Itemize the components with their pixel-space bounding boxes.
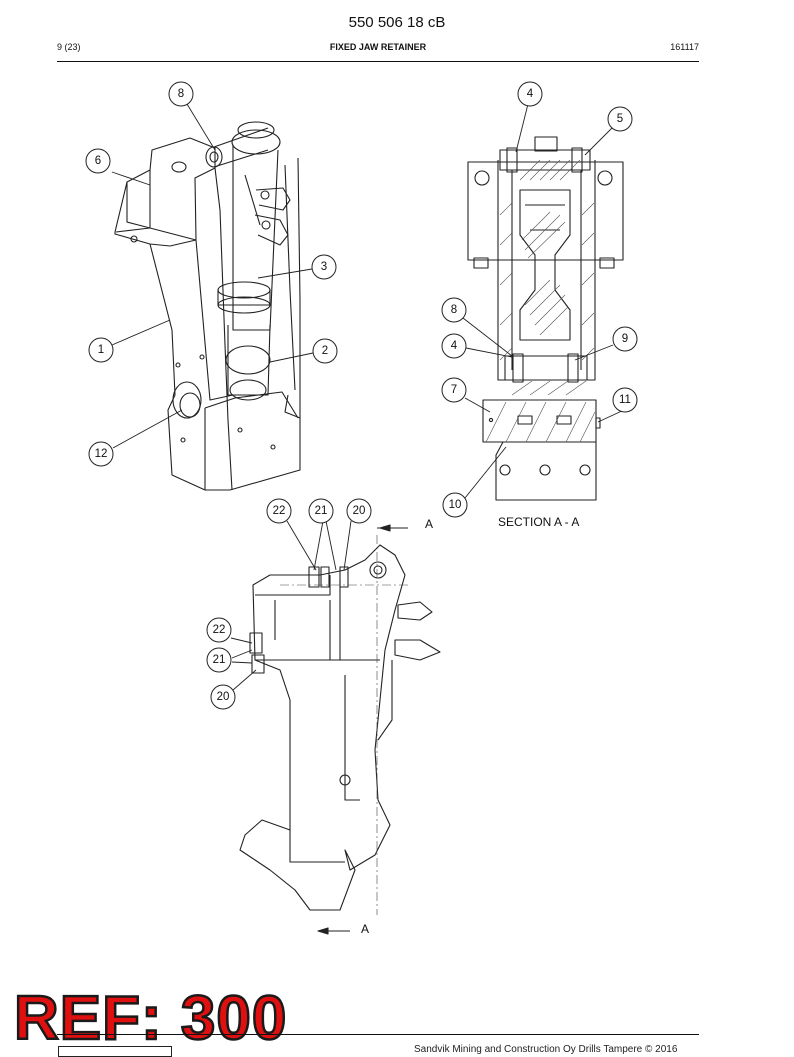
callout-4-bottom: 4 [441, 333, 467, 359]
svg-text:8: 8 [451, 304, 457, 316]
section-label: SECTION A - A [498, 515, 579, 529]
isometric-view [114, 121, 301, 491]
callout-21-top: 21 [308, 498, 334, 524]
callout-1: 1 [88, 337, 114, 363]
page-header: 9 (23) FIXED JAW RETAINER 161117 [57, 42, 699, 56]
page-title: FIXED JAW RETAINER [329, 42, 427, 52]
callout-5: 5 [607, 106, 633, 132]
svg-text:10: 10 [449, 499, 462, 511]
callout-20-left: 20 [210, 684, 236, 710]
copyright-notice: Sandvik Mining and Construction Oy Drill… [414, 1044, 678, 1055]
svg-text:4: 4 [451, 340, 458, 352]
side-view [239, 544, 441, 911]
svg-text:2: 2 [322, 345, 328, 357]
svg-text:4: 4 [527, 88, 534, 100]
document-number: 550 506 18 cB [348, 14, 446, 31]
footer-rule [57, 1034, 699, 1035]
callouts: 8 6 3 1 2 12 4 5 8 4 9 7 11 10 22 21 20 … [85, 81, 638, 710]
reference-stamp: REF: 300 [13, 983, 288, 1055]
callout-11: 11 [612, 387, 638, 413]
svg-text:12: 12 [95, 448, 108, 460]
callout-10: 10 [442, 492, 468, 518]
svg-text:9: 9 [622, 333, 628, 345]
svg-text:11: 11 [619, 394, 631, 406]
svg-text:5: 5 [617, 113, 623, 125]
svg-text:20: 20 [217, 691, 230, 703]
svg-text:8: 8 [178, 88, 184, 100]
svg-text:21: 21 [213, 654, 226, 666]
company-logo [58, 1046, 172, 1057]
svg-text:21: 21 [315, 505, 328, 517]
section-marker-top: A [425, 517, 433, 531]
callout-8-section: 8 [441, 297, 467, 323]
callout-22-left: 22 [206, 617, 232, 643]
svg-text:1: 1 [98, 344, 104, 356]
header-rule [57, 61, 699, 62]
svg-text:20: 20 [353, 505, 366, 517]
callout-4-top: 4 [517, 81, 543, 107]
callout-22-top: 22 [266, 498, 292, 524]
callout-9: 9 [612, 326, 638, 352]
callout-8: 8 [168, 81, 194, 107]
callout-6: 6 [85, 148, 111, 174]
svg-text:22: 22 [273, 505, 286, 517]
callout-7: 7 [441, 377, 467, 403]
svg-text:7: 7 [451, 384, 457, 396]
section-marker-bottom: A [361, 922, 369, 936]
callout-3: 3 [311, 254, 337, 280]
section-a-a-view [467, 136, 624, 501]
svg-text:3: 3 [321, 261, 327, 273]
section-marker-arrows [317, 524, 408, 935]
callout-21-left: 21 [206, 647, 232, 673]
callout-20-top: 20 [346, 498, 372, 524]
leader-lines [111, 103, 625, 691]
svg-text:6: 6 [95, 155, 101, 167]
callout-12: 12 [88, 441, 114, 467]
page-number: 9 (23) [57, 42, 81, 52]
svg-text:22: 22 [213, 624, 226, 636]
revision-date: 161117 [670, 42, 699, 52]
callout-2: 2 [312, 338, 338, 364]
